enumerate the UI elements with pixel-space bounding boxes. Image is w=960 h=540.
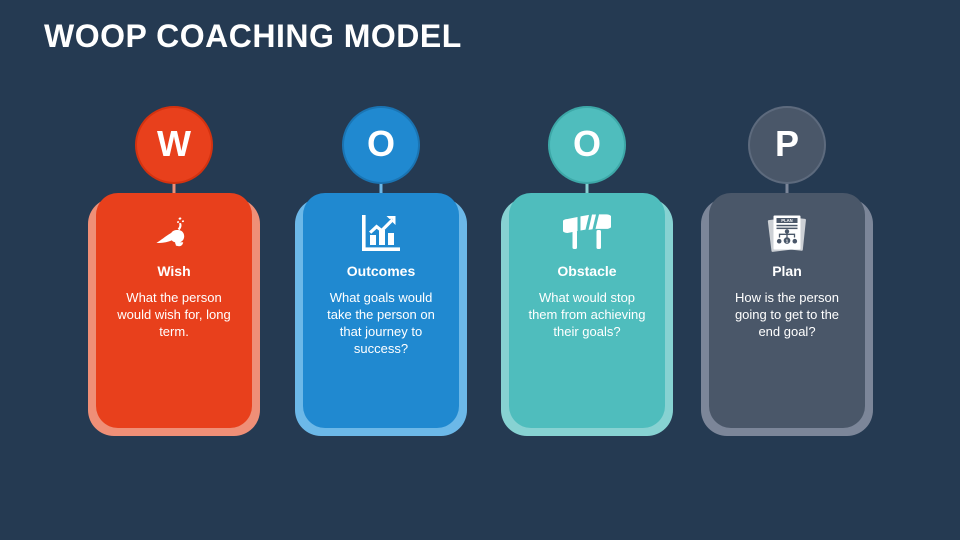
connector-line-outcomes [379, 180, 383, 202]
woop-column-plan[interactable]: P PLAN [697, 108, 877, 438]
card-title-plan: Plan [772, 263, 802, 279]
badge-circle-plan[interactable]: P [750, 108, 824, 182]
woop-column-obstacle[interactable]: O Obstacle What would stop them from ach… [497, 108, 677, 438]
badge-letter-obstacle: O [572, 123, 601, 164]
svg-text:PLAN: PLAN [781, 218, 792, 223]
card-description-wish: What the person would wish for, long ter… [117, 289, 231, 340]
card-title-wish: Wish [157, 263, 191, 279]
woop-column-wish[interactable]: W Wish What the person would [84, 108, 264, 438]
card-description-plan: How is the person going to get to the en… [734, 289, 840, 340]
plan-document-icon: PLAN 1 [719, 209, 855, 257]
woop-column-outcomes[interactable]: O Outcomes What goals would [291, 108, 471, 438]
card-obstacle[interactable]: Obstacle What would stop them from achie… [509, 193, 665, 428]
badge-circle-obstacle[interactable]: O [550, 108, 624, 182]
badge-circle-outcomes[interactable]: O [344, 108, 418, 182]
card-title-outcomes: Outcomes [346, 263, 416, 279]
card-description-obstacle: What would stop them from achieving thei… [528, 289, 646, 340]
road-barrier-icon [519, 209, 655, 257]
badge-circle-wish[interactable]: W [137, 108, 211, 182]
card-plan[interactable]: PLAN 1 Plan How is the person going to g… [709, 193, 865, 428]
connector-line-wish [172, 180, 176, 202]
badge-letter-outcomes: O [366, 123, 395, 164]
connector-line-plan [785, 180, 789, 202]
badge-letter-plan: P [774, 123, 799, 164]
badge-letter-wish: W [157, 123, 191, 164]
svg-text:1: 1 [786, 238, 789, 243]
watering-can-icon [106, 209, 242, 257]
connector-line-obstacle [585, 180, 589, 202]
card-description-outcomes: What goals would take the person on that… [327, 289, 435, 357]
card-wish[interactable]: Wish What the person would wish for, lon… [96, 193, 252, 428]
page-title: WOOP COACHING MODEL [44, 18, 462, 54]
card-title-obstacle: Obstacle [557, 263, 617, 279]
card-outcomes[interactable]: Outcomes What goals would take the perso… [303, 193, 459, 428]
growth-bar-chart-icon [313, 209, 449, 257]
